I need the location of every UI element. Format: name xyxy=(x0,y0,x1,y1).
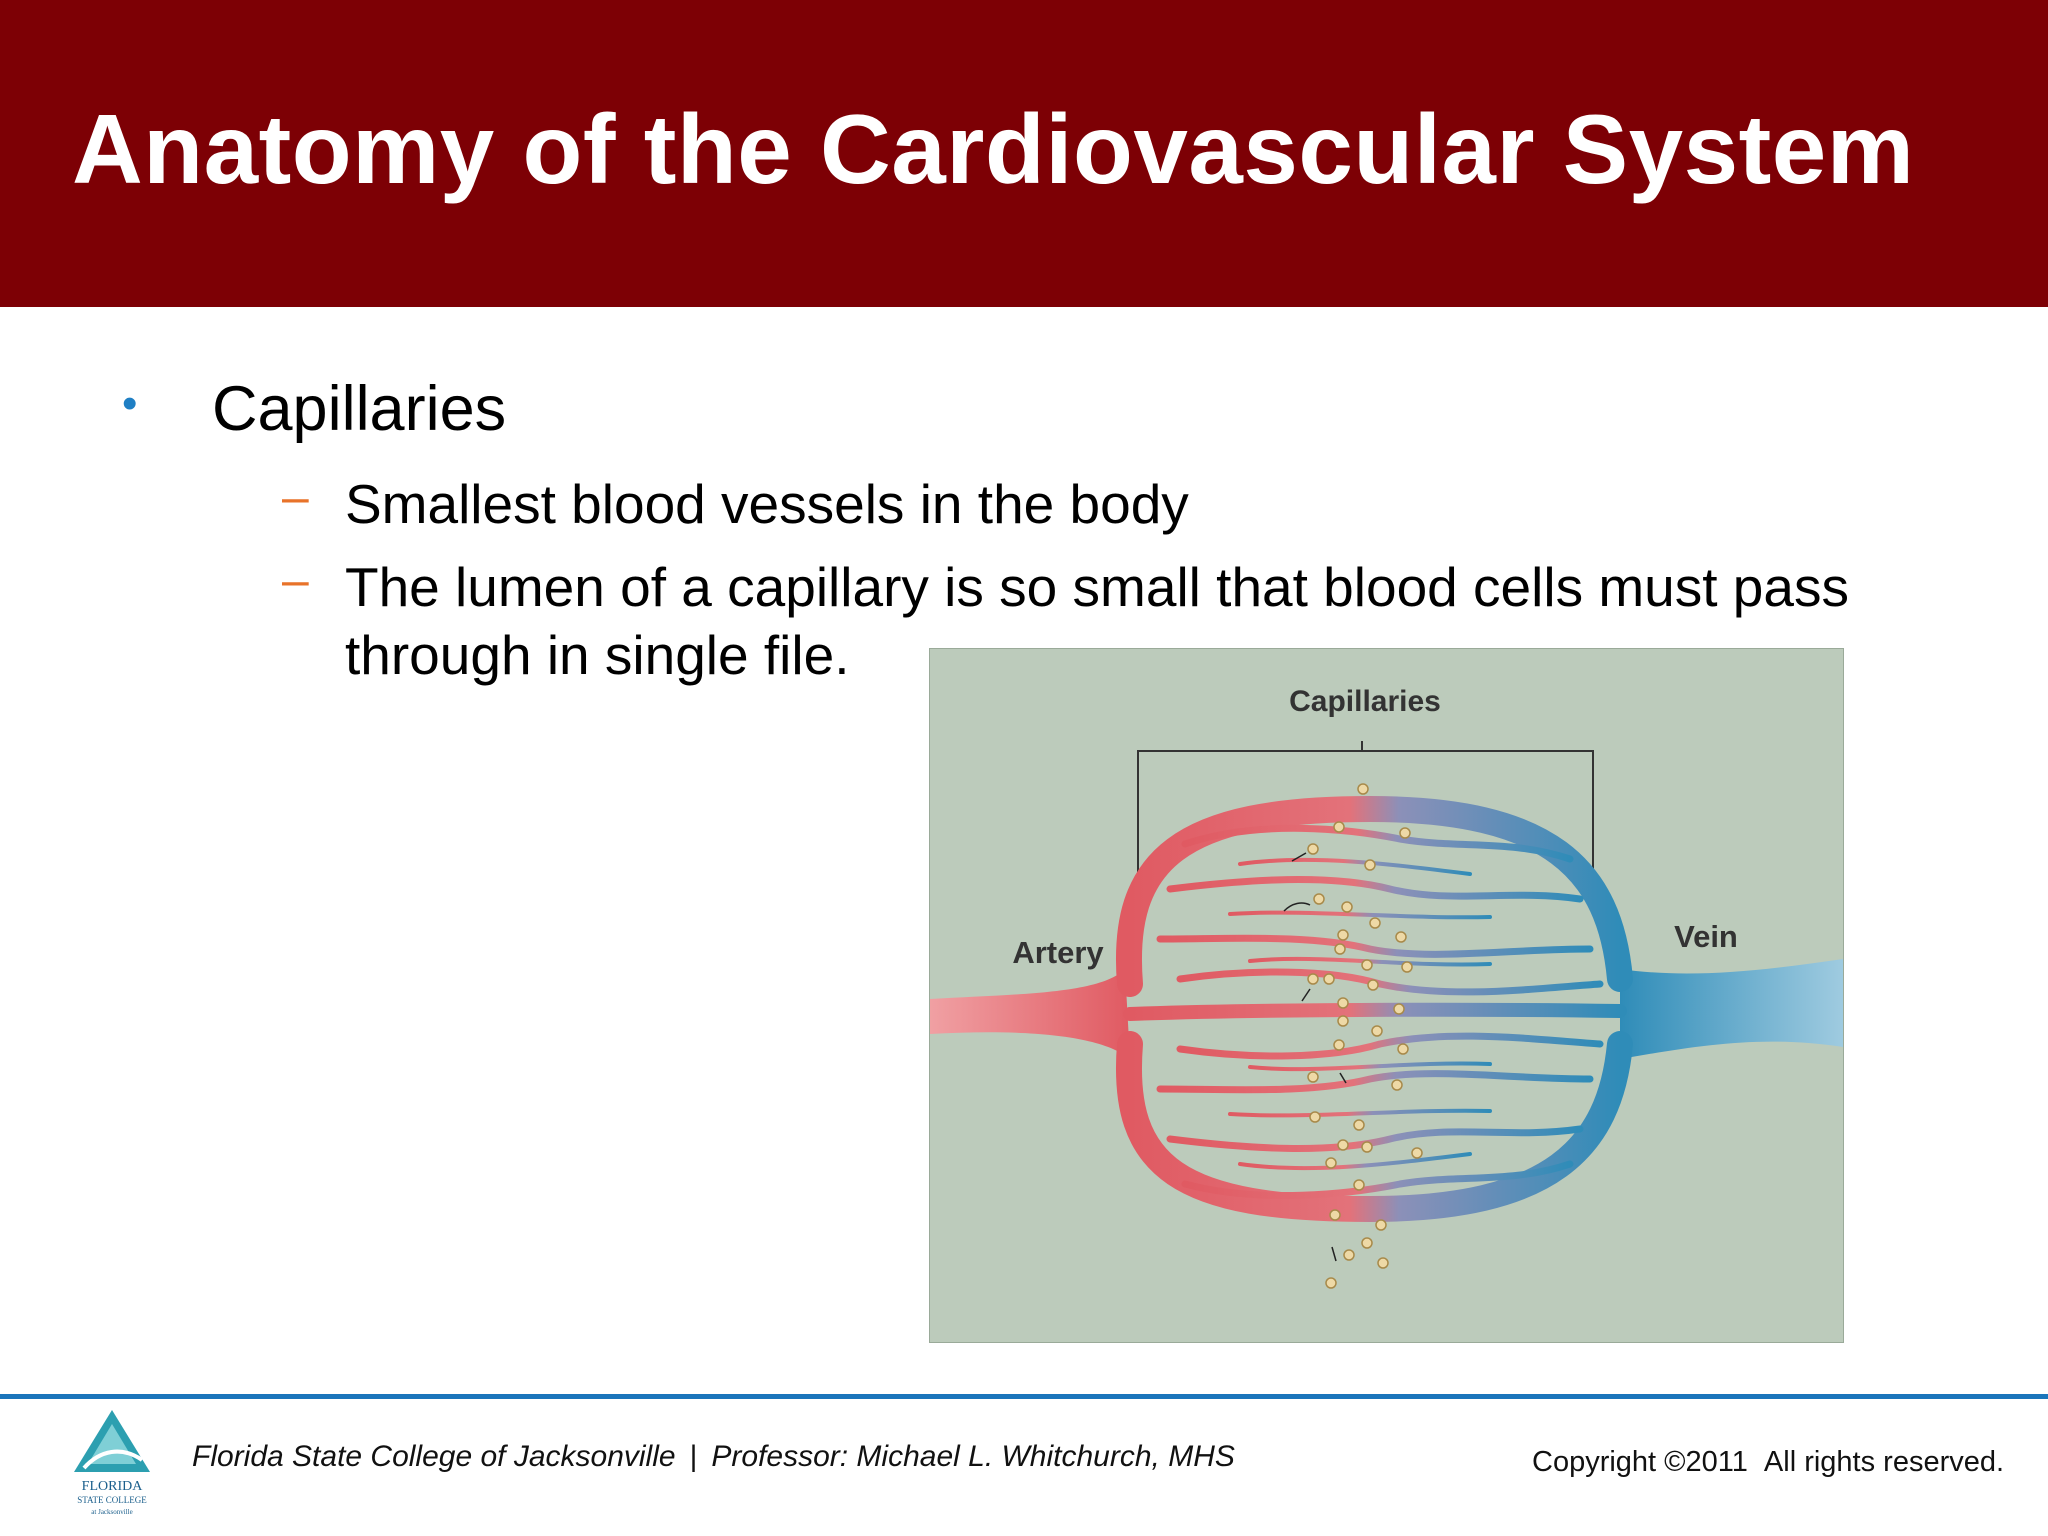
college-logo: FLORIDA STATE COLLEGE at Jacksonville xyxy=(70,1406,154,1516)
blood-cell xyxy=(1337,1139,1349,1151)
blood-cell xyxy=(1361,1141,1373,1153)
blood-cell xyxy=(1343,1249,1355,1261)
svg-text:FLORIDA: FLORIDA xyxy=(82,1479,144,1494)
blood-cell xyxy=(1367,979,1379,991)
capillary-mid xyxy=(1123,1002,1627,1021)
blood-cell xyxy=(1369,917,1381,929)
flow-arrow xyxy=(1339,1072,1347,1084)
blood-cell xyxy=(1377,1257,1389,1269)
blood-cell xyxy=(1375,1219,1387,1231)
sub-bullet-1: Smallest blood vessels in the body xyxy=(345,473,1189,535)
bullet-dot: • xyxy=(122,379,138,428)
capillary-branch xyxy=(1238,857,1472,876)
blood-cell xyxy=(1337,929,1349,941)
flow-arrow xyxy=(1291,852,1307,862)
bullet-capillaries: Capillaries xyxy=(212,374,507,444)
footer-divider xyxy=(0,1394,2048,1399)
college-logo-icon: FLORIDA STATE COLLEGE at Jacksonville xyxy=(74,1410,150,1516)
blood-cell xyxy=(1333,821,1345,833)
copyright-text: Copyright ©2011 xyxy=(1532,1446,1748,1478)
capillary-diagram-svg: Capillaries Artery Vein xyxy=(930,685,1843,1289)
vein-vessel xyxy=(1620,959,1843,1059)
blood-cell xyxy=(1313,893,1325,905)
blood-cell xyxy=(1397,1043,1409,1055)
svg-text:at Jacksonville: at Jacksonville xyxy=(91,1508,132,1516)
capillary-branch xyxy=(1176,968,1604,996)
capillary-diagram: Capillaries Artery Vein xyxy=(929,648,1844,1343)
blood-cell xyxy=(1401,961,1413,973)
capillary-branch xyxy=(1181,824,1574,863)
blood-cell xyxy=(1329,1209,1341,1221)
capillary-branch xyxy=(1166,1125,1584,1152)
footer-separator: | xyxy=(689,1440,698,1473)
blood-cell xyxy=(1323,973,1335,985)
capillary-lower-outer xyxy=(1116,1031,1633,1223)
blood-cell xyxy=(1393,1003,1405,1015)
footer-institution: Florida State College of Jacksonville xyxy=(192,1440,676,1473)
flow-arrow xyxy=(1301,988,1311,1002)
blood-cell xyxy=(1334,943,1346,955)
capillary-branch xyxy=(1181,1160,1574,1200)
blood-cell xyxy=(1399,827,1411,839)
capillaries-bracket xyxy=(1137,750,1594,895)
blood-cell xyxy=(1309,1111,1321,1123)
sub-bullet-dash: – xyxy=(282,554,309,607)
blood-cell xyxy=(1307,843,1319,855)
blood-cell xyxy=(1364,859,1376,871)
capillary-branch xyxy=(1228,910,1492,920)
capillary-branch xyxy=(1248,1061,1492,1072)
label-artery: Artery xyxy=(1012,935,1104,970)
blood-cell xyxy=(1325,1157,1337,1169)
capillary-branch xyxy=(1156,934,1594,958)
flow-arrow xyxy=(1331,1246,1337,1262)
blood-cell xyxy=(1353,1179,1365,1191)
label-vein: Vein xyxy=(1674,919,1738,954)
artery-vessel xyxy=(930,969,1130,1059)
capillary-upper-outer xyxy=(1116,795,1633,997)
blood-cell xyxy=(1411,1147,1423,1159)
blood-cell xyxy=(1337,997,1349,1009)
blood-cell xyxy=(1391,1079,1403,1091)
blood-cell xyxy=(1307,1071,1319,1083)
svg-text:STATE COLLEGE: STATE COLLEGE xyxy=(77,1495,147,1505)
rights-text: All rights reserved. xyxy=(1763,1446,2005,1478)
footer-professor: Professor: Michael L. Whitchurch, MHS xyxy=(711,1440,1235,1473)
capillary-branch xyxy=(1156,1070,1594,1094)
capillary-branch xyxy=(1176,1032,1604,1060)
capillary-branch xyxy=(1238,1152,1472,1171)
footer-credit: Florida State College of Jacksonville | Pr… xyxy=(192,1440,1235,1474)
blood-cell xyxy=(1361,1237,1373,1249)
capillary-branch xyxy=(1248,956,1492,967)
blood-cell xyxy=(1353,1119,1365,1131)
blood-cell xyxy=(1361,959,1373,971)
blood-cell xyxy=(1371,1025,1383,1037)
footer-copyright: Copyright ©2011 All rights reserved. xyxy=(1532,1446,2004,1479)
blood-cell xyxy=(1307,973,1319,985)
sub-bullet-dash: – xyxy=(282,471,309,524)
label-capillaries: Capillaries xyxy=(1289,685,1441,718)
flow-arrow xyxy=(1283,902,1311,912)
blood-cell xyxy=(1357,783,1369,795)
blood-cell xyxy=(1341,901,1353,913)
blood-cell xyxy=(1333,1039,1345,1051)
sub-bullet-2: The lumen of a capillary is so small tha… xyxy=(345,553,1905,689)
blood-cell xyxy=(1337,1015,1349,1027)
capillary-branch xyxy=(1228,1108,1492,1118)
slide-title: Anatomy of the Cardiovascular System xyxy=(72,94,1915,204)
blood-cell xyxy=(1325,1277,1337,1289)
capillary-branch xyxy=(1166,876,1584,903)
blood-cell xyxy=(1395,931,1407,943)
title-bar: Anatomy of the Cardiovascular System xyxy=(0,0,2048,307)
sub-bullet-2-text: The lumen of a capillary is so small tha… xyxy=(345,556,1849,686)
